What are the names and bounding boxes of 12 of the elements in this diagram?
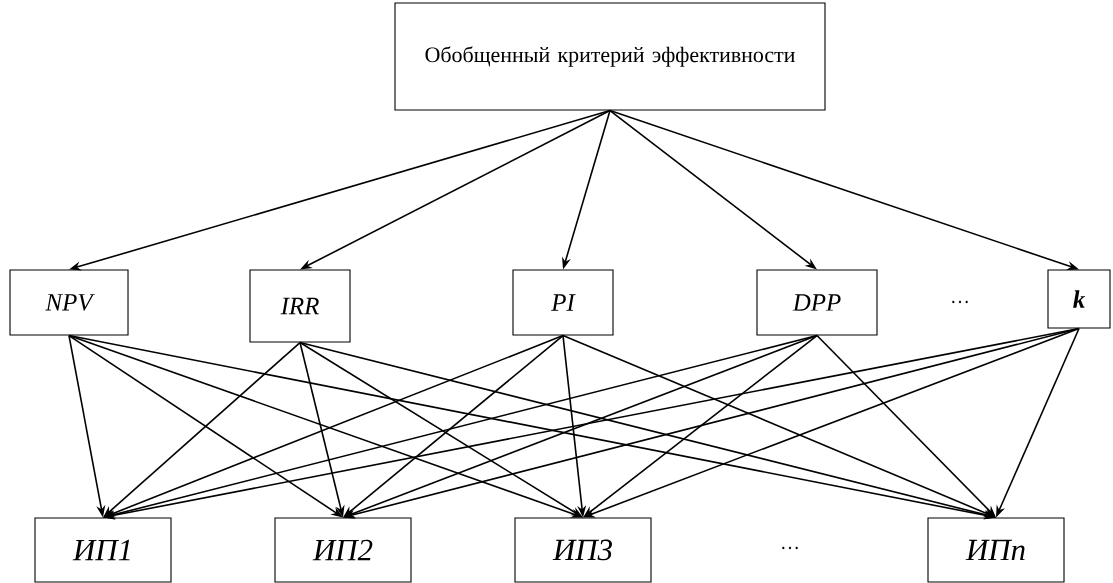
project-box: ИП3 xyxy=(514,517,652,583)
indicator-box: IRR xyxy=(249,269,351,343)
project-box: ИПn xyxy=(927,517,1065,583)
indicator-box: DPP xyxy=(756,269,878,336)
indicator-box: k xyxy=(1047,269,1111,329)
project-box: ИП1 xyxy=(34,517,172,583)
indicator-box: PI xyxy=(512,269,614,336)
indicator-box: NPV xyxy=(9,269,129,336)
criterion-box: Обобщенный критерий эффективности xyxy=(394,2,826,111)
ellipsis-label: … xyxy=(782,546,798,550)
ellipsis-label: … xyxy=(952,300,968,304)
project-box: ИП2 xyxy=(274,517,412,583)
